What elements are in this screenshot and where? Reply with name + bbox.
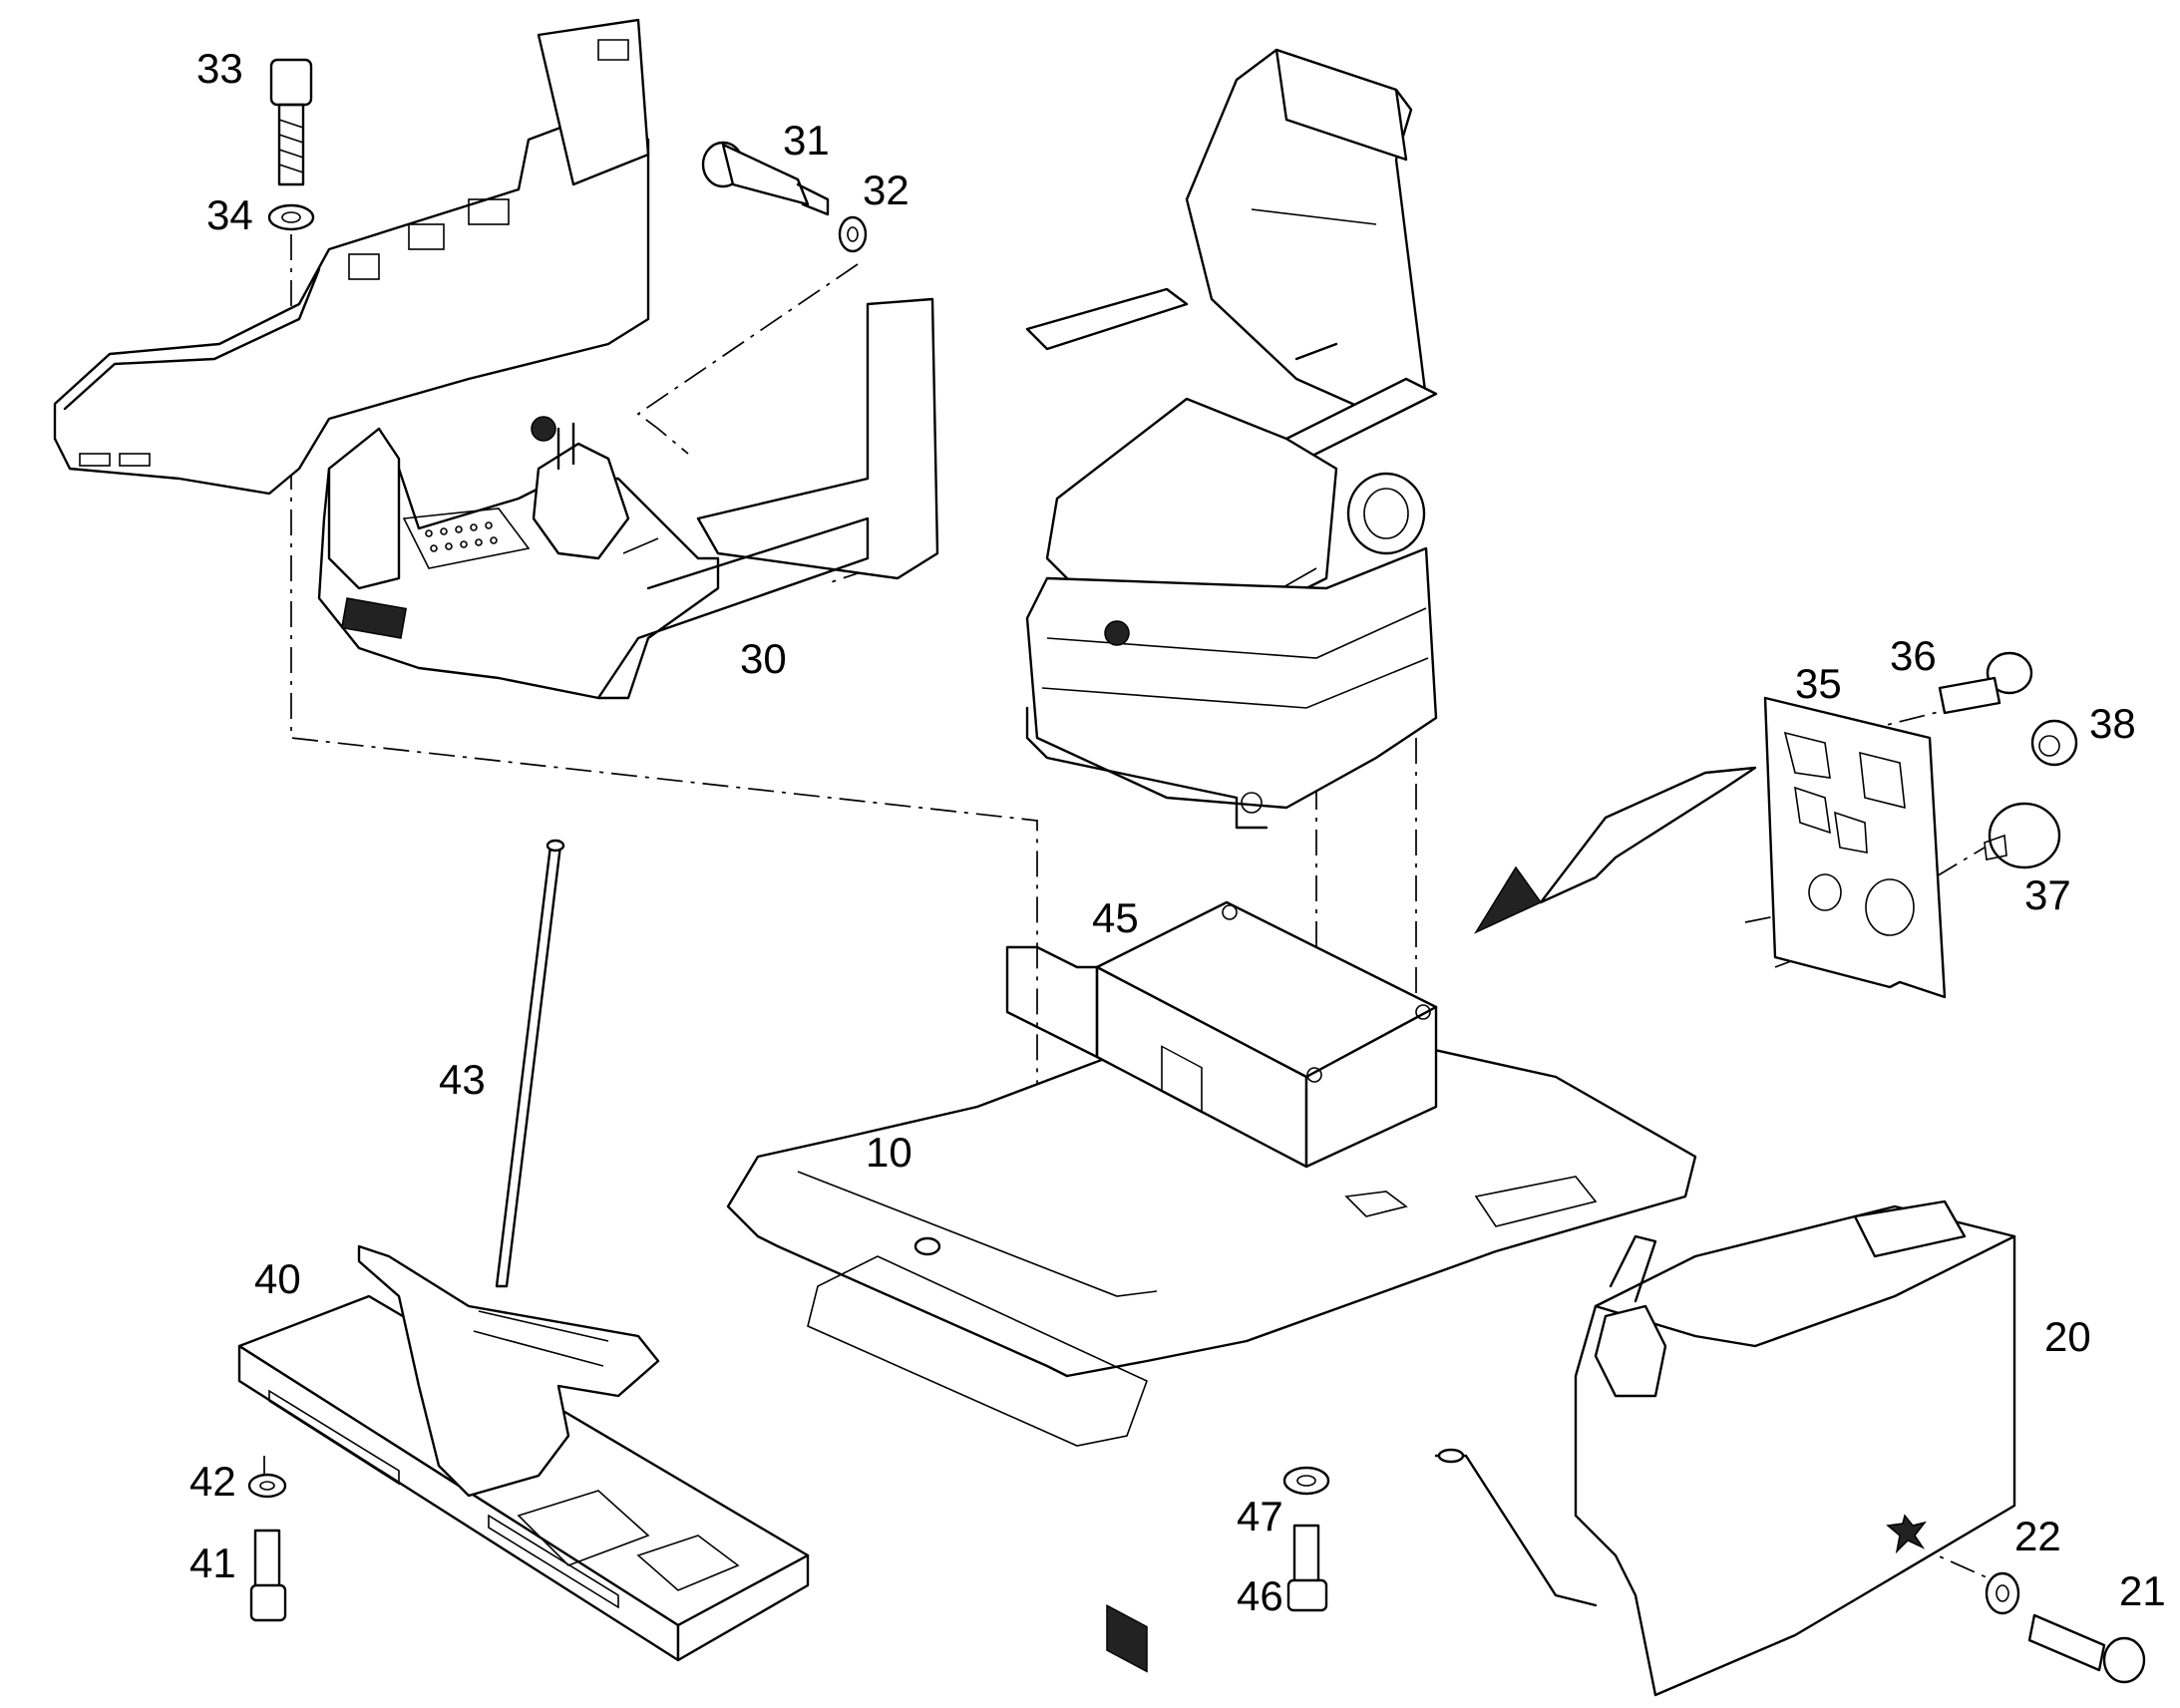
part-46-bolt	[1286, 1524, 1328, 1612]
part-31-bolt	[701, 141, 830, 216]
part-38-grommet	[2030, 719, 2078, 767]
part-41-bolt	[249, 1529, 287, 1622]
callout-32: 32	[863, 167, 909, 213]
part-33-bolt	[269, 58, 313, 186]
part-36-bolt	[1938, 651, 2033, 715]
callout-22: 22	[2014, 1513, 2061, 1559]
callout-43: 43	[439, 1056, 486, 1103]
callout-31: 31	[783, 117, 830, 164]
callout-38: 38	[2089, 700, 2136, 747]
seat-assembly	[1025, 48, 1438, 830]
part-35-bracket-plate	[1474, 696, 1947, 999]
part-37-connector	[1984, 802, 2061, 869]
callout-33: 33	[196, 45, 243, 92]
callout-42: 42	[189, 1458, 236, 1505]
part-40-pedal-base	[237, 1244, 810, 1662]
part-10-floor-plate	[726, 995, 1697, 1447]
callout-34: 34	[206, 191, 253, 238]
callout-21: 21	[2119, 1567, 2166, 1614]
part-32-washer	[838, 215, 868, 253]
callout-20: 20	[2044, 1313, 2091, 1360]
callout-30: 30	[740, 635, 787, 682]
part-21-bolt	[2027, 1613, 2146, 1684]
callout-45: 45	[1092, 894, 1139, 941]
part-30-left-console	[53, 18, 939, 700]
callout-35: 35	[1795, 660, 1842, 707]
part-34-washer	[267, 203, 315, 231]
part-47-washer	[1282, 1466, 1330, 1496]
part-43-lever-rod	[495, 839, 565, 1288]
part-42-washer	[247, 1473, 287, 1499]
callout-47: 47	[1237, 1493, 1283, 1539]
callout-37: 37	[2024, 871, 2071, 918]
callout-36: 36	[1890, 632, 1937, 679]
callout-10: 10	[866, 1129, 912, 1176]
part-20-right-console	[1434, 1199, 2016, 1697]
callout-41: 41	[189, 1539, 236, 1586]
callout-46: 46	[1237, 1572, 1283, 1619]
part-22-washer	[1985, 1571, 2020, 1615]
callout-40: 40	[254, 1255, 301, 1302]
part-45-control-box	[1005, 900, 1438, 1673]
callout-labels: 10 20 21 22 30 31 32 33 34 35 36 37 38 4…	[189, 45, 2166, 1619]
